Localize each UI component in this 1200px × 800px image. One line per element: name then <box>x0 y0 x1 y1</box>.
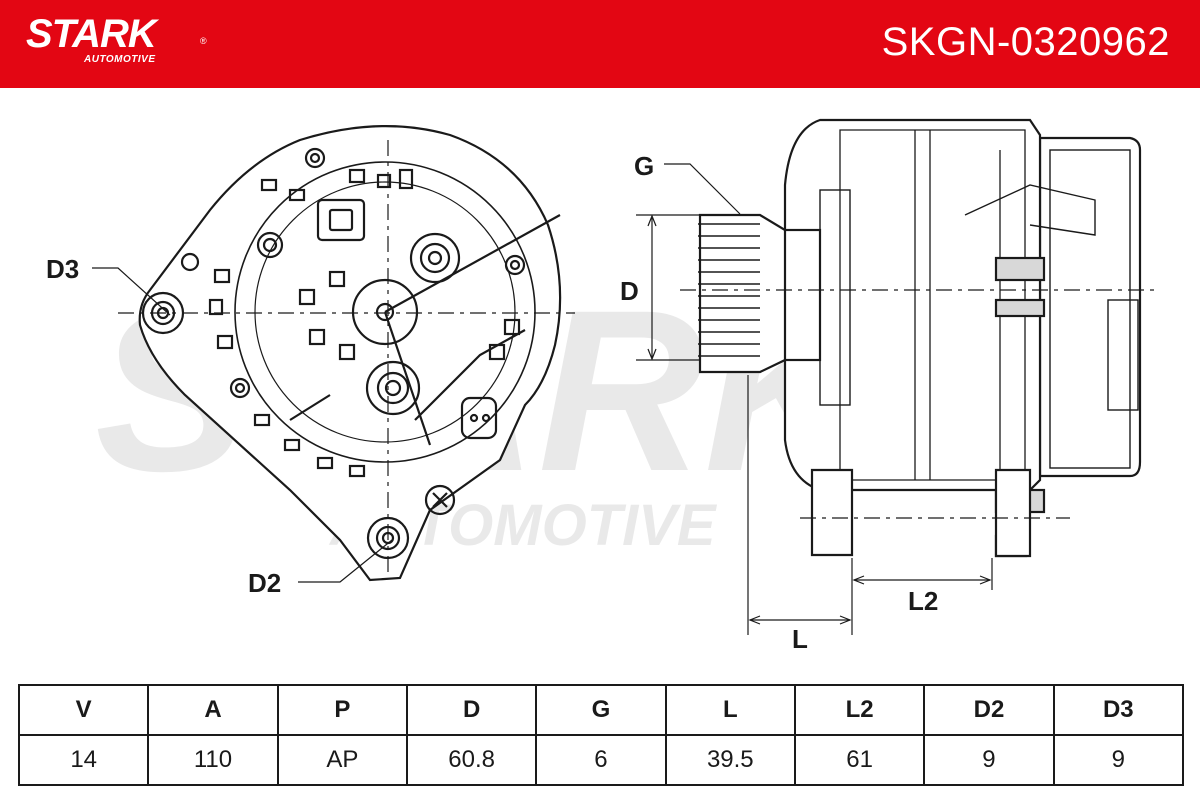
spec-value-row: 14 110 AP 60.8 6 39.5 61 9 9 <box>17 734 1185 786</box>
label-g: G <box>634 151 654 181</box>
spec-value-d3: 9 <box>1052 734 1185 786</box>
spec-value-l: 39.5 <box>664 734 796 786</box>
logo-subtitle: AUTOMOTIVE <box>84 54 156 65</box>
alternator-side-view <box>698 118 1142 558</box>
spec-header-d3: D3 <box>1052 684 1185 736</box>
spec-header-d: D <box>405 684 538 736</box>
spec-header-p: P <box>276 684 408 736</box>
spec-header-a: A <box>147 684 279 736</box>
d3-leader <box>92 267 171 316</box>
spec-value-l2: 61 <box>793 734 926 786</box>
d-dimension <box>636 214 700 361</box>
g-leader <box>664 163 741 215</box>
stark-logo: STARK AUTOMOTIVE ® <box>26 12 216 72</box>
label-l2: L2 <box>908 586 938 616</box>
alternator-rear-view <box>138 125 562 582</box>
spec-value-a: 110 <box>147 734 279 786</box>
part-number: SKGN-0320962 <box>881 20 1170 64</box>
label-d3: D3 <box>46 254 79 284</box>
spec-value-p: AP <box>276 734 408 786</box>
spec-header-l2: L2 <box>793 684 926 736</box>
spec-header-l: L <box>664 684 796 736</box>
spec-header-row: V A P D G L L2 D2 D3 <box>17 684 1185 736</box>
spec-header-g: G <box>535 684 667 736</box>
center-lines-side <box>680 289 1160 519</box>
label-d: D <box>620 276 639 306</box>
label-l: L <box>792 624 808 654</box>
d2-leader <box>298 539 393 583</box>
alternator-technical-drawing: STARK AUTOMOTIVE <box>46 118 1160 654</box>
spec-value-d2: 9 <box>923 734 1055 786</box>
spec-value-v: 14 <box>17 734 150 786</box>
header-bar: STARK AUTOMOTIVE ® SKGN-0320962 <box>0 0 1200 88</box>
spec-value-d: 60.8 <box>405 734 538 786</box>
registered-icon: ® <box>200 36 207 46</box>
logo-brand: STARK <box>26 12 157 56</box>
l-dimension <box>747 375 853 635</box>
spec-header-v: V <box>17 684 150 736</box>
center-lines-rear <box>118 140 575 575</box>
spec-value-g: 6 <box>535 734 667 786</box>
spec-table: V A P D G L L2 D2 D3 14 110 AP 60.8 6 39… <box>17 684 1185 786</box>
label-d2: D2 <box>248 568 281 598</box>
l2-dimension <box>851 558 993 590</box>
spec-header-d2: D2 <box>923 684 1055 736</box>
